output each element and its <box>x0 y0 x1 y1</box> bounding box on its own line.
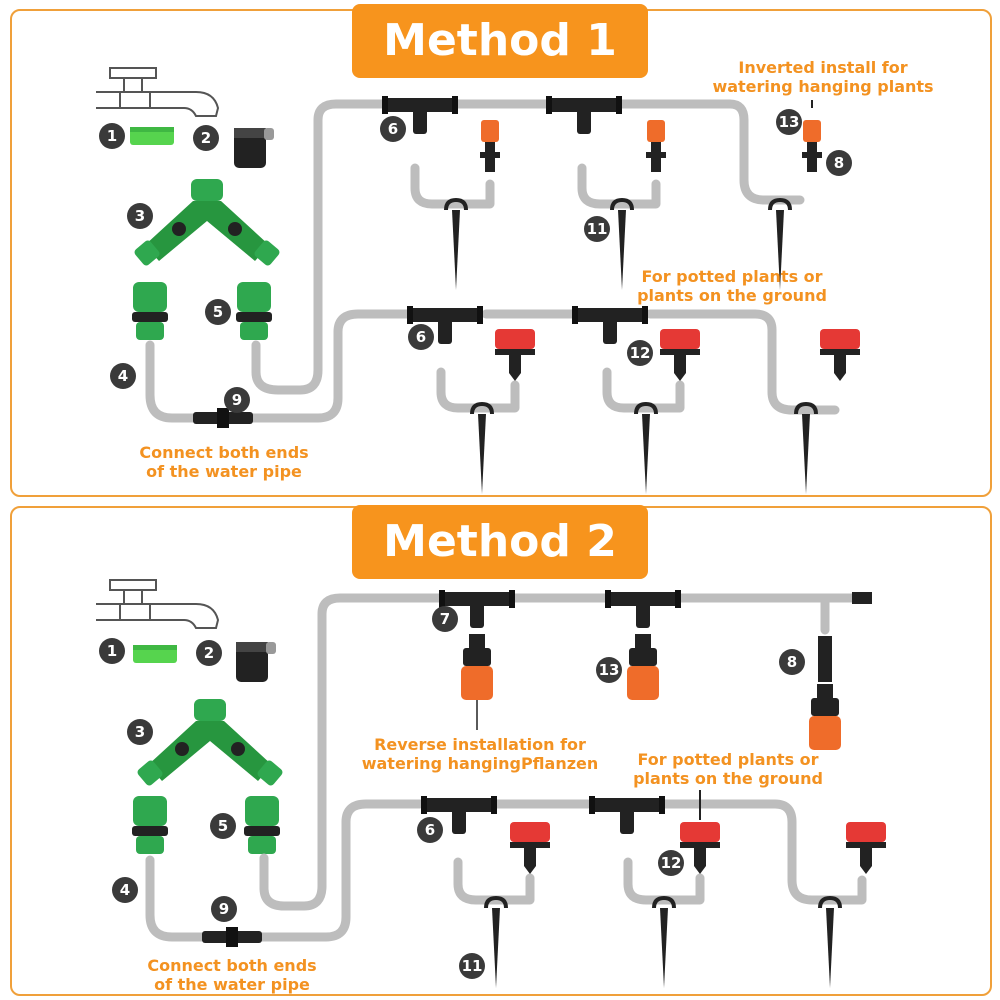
dripper-icon <box>660 329 700 381</box>
tap-connector-icon <box>234 128 274 168</box>
coupler-icon <box>193 408 253 428</box>
note-line: Connect both ends <box>139 443 309 462</box>
callout-4: 4 <box>112 877 138 903</box>
callout-6: 6 <box>380 116 406 142</box>
thread-adapter-icon <box>133 645 177 663</box>
callout-13: 13 <box>776 109 802 135</box>
note-line: For potted plants or <box>637 750 819 769</box>
callout-6: 6 <box>417 817 443 843</box>
callout-8: 8 <box>826 150 852 176</box>
callout-11: 11 <box>584 216 610 242</box>
callout-1: 1 <box>99 638 125 664</box>
sprayer-icon <box>646 120 666 172</box>
note-line: of the water pipe <box>154 975 310 994</box>
callout-6: 6 <box>408 324 434 350</box>
callout-11: 11 <box>459 953 485 979</box>
sprayer-icon <box>480 120 500 172</box>
stake-icon <box>484 896 508 990</box>
callout-12: 12 <box>658 850 684 876</box>
method1-note-potted: For potted plants or plants on the groun… <box>618 267 846 305</box>
note-line: Connect both ends <box>147 956 317 975</box>
callout-9: 9 <box>224 387 250 413</box>
note-line: plants on the ground <box>633 769 823 788</box>
method2-pipes <box>145 593 867 942</box>
callout-7: 7 <box>432 606 458 632</box>
note-line: For potted plants or <box>641 267 823 286</box>
stake-icon <box>470 402 494 496</box>
method1-title: Method 1 <box>352 4 648 78</box>
dripper-icon <box>680 822 720 874</box>
method2-title: Method 2 <box>352 505 648 579</box>
note-line: plants on the ground <box>637 286 827 305</box>
callout-1: 1 <box>99 123 125 149</box>
stake-icon <box>444 198 468 292</box>
faucet-icon <box>95 579 219 629</box>
sprayer-icon <box>809 684 841 750</box>
tee-connector-icon <box>605 590 681 628</box>
hose-connector-right-icon <box>244 796 280 854</box>
coupler-icon <box>202 927 262 947</box>
sprayer-icon <box>461 634 493 700</box>
method1-drawing <box>95 67 860 496</box>
sprayer-icon <box>627 634 659 700</box>
end-cap-icon <box>852 592 872 604</box>
callout-5: 5 <box>210 813 236 839</box>
dripper-icon <box>510 822 550 874</box>
thread-adapter-icon <box>130 127 174 145</box>
hose-connector-right-icon <box>236 282 272 340</box>
faucet-icon <box>95 67 219 117</box>
method1-note-inverted: Inverted install for watering hanging pl… <box>700 58 946 96</box>
callout-13: 13 <box>596 657 622 683</box>
callout-4: 4 <box>110 363 136 389</box>
tee-connector-icon <box>589 796 665 834</box>
dripper-icon <box>846 822 886 874</box>
stake-icon <box>634 402 658 496</box>
y-valve-icon <box>135 699 285 788</box>
callout-12: 12 <box>627 340 653 366</box>
dripper-icon <box>820 329 860 381</box>
hose-connector-left-icon <box>132 282 168 340</box>
tee-connector-icon <box>572 306 648 344</box>
callout-3: 3 <box>127 719 153 745</box>
stake-icon <box>818 896 842 990</box>
callout-3: 3 <box>127 203 153 229</box>
hose-connector-left-icon <box>132 796 168 854</box>
tee-connector-icon <box>546 96 622 134</box>
method2-drawing <box>95 579 886 990</box>
method2-note-connect: Connect both ends of the water pipe <box>126 956 338 994</box>
dripper-icon <box>495 329 535 381</box>
callout-2: 2 <box>196 640 222 666</box>
method2-note-reverse: Reverse installation for watering hangin… <box>352 735 608 773</box>
note-line: watering hanging plants <box>712 77 934 96</box>
note-line: Inverted install for <box>738 58 908 77</box>
method2-note-potted: For potted plants or plants on the groun… <box>614 750 842 788</box>
note-line: of the water pipe <box>146 462 302 481</box>
callout-9: 9 <box>211 896 237 922</box>
method1-note-connect: Connect both ends of the water pipe <box>118 443 330 481</box>
callout-5: 5 <box>205 299 231 325</box>
y-valve-icon <box>132 179 282 268</box>
method1-pipes <box>145 99 840 423</box>
note-line: Reverse installation for <box>374 735 586 754</box>
tap-connector-icon <box>236 642 276 682</box>
note-line: watering hangingPflanzen <box>361 754 599 773</box>
callout-2: 2 <box>193 125 219 151</box>
callout-8: 8 <box>779 649 805 675</box>
stake-icon <box>794 402 818 496</box>
sprayer-icon <box>802 120 822 172</box>
stake-icon <box>652 896 676 990</box>
barbed-connector-icon <box>818 636 832 682</box>
